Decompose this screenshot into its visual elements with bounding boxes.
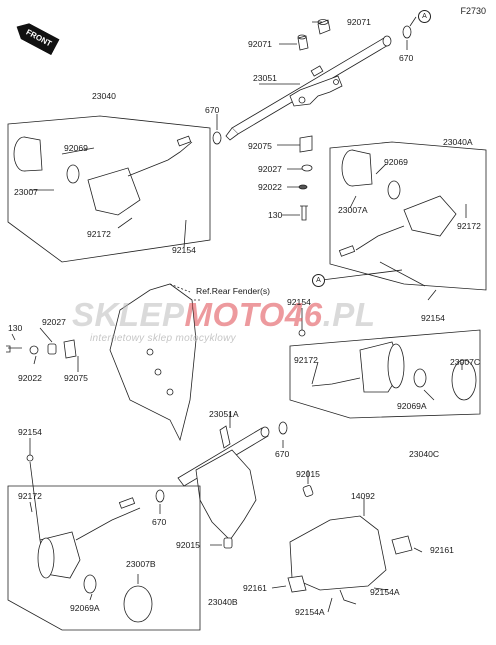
ring-670-a: [402, 25, 412, 39]
diagram-code: F2730: [460, 6, 486, 16]
ring-670-d: [155, 489, 165, 503]
box-23040A: [329, 141, 487, 291]
grommet-92015-b: [223, 537, 233, 549]
watermark-subtitle: internetowy sklep motocyklowy: [90, 333, 236, 344]
callout-a-top: A: [418, 10, 431, 23]
label-92172-a: 92172: [87, 229, 111, 239]
label-130-b: 130: [8, 323, 23, 333]
lens-23007B: [123, 585, 153, 623]
label-92069-b: 92069: [384, 157, 408, 167]
label-92069A-b: 92069A: [70, 603, 100, 613]
label-92015-a: 92015: [296, 469, 320, 479]
label-92027-b: 92027: [42, 317, 66, 327]
label-23040C: 23040C: [409, 449, 440, 459]
collar-92075: [299, 135, 313, 153]
bolt-130: [300, 205, 308, 221]
label-92161-a: 92161: [430, 545, 454, 555]
washer-92022-b: [29, 345, 39, 355]
label-92172-b: 92172: [457, 221, 481, 231]
label-92071-a: 92071: [248, 39, 272, 49]
ring-670-b: [212, 131, 222, 145]
lens-23007C: [451, 359, 477, 401]
box-23040: [7, 115, 211, 263]
label-23007A: 23007A: [338, 205, 368, 215]
label-130-a: 130: [268, 210, 283, 220]
bar-23051A: [177, 425, 270, 541]
label-23040A: 23040A: [443, 137, 473, 147]
spacer-92027: [301, 164, 313, 172]
label-92075-a: 92075: [248, 141, 272, 151]
label-670-b: 670: [205, 105, 220, 115]
bar-23051: [225, 35, 392, 141]
lamp-23040: [13, 135, 193, 216]
label-92027-a: 92027: [258, 164, 282, 174]
label-23051A: 23051A: [209, 409, 239, 419]
label-670-c: 670: [275, 449, 290, 459]
label-23040: 23040: [92, 91, 116, 101]
label-92172-d: 92172: [18, 491, 42, 501]
lamp-23040A: [338, 149, 457, 257]
grommet-92015-a: [302, 485, 314, 497]
label-92154-d: 92154: [18, 427, 42, 437]
washer-92022: [298, 184, 308, 190]
bulb-92069b: [387, 180, 401, 200]
bulb-92069A-b: [83, 574, 97, 594]
label-92154A-a: 92154A: [370, 587, 400, 597]
screw-92154-d: [26, 454, 34, 462]
label-92161-b: 92161: [243, 583, 267, 593]
box-23040B: [7, 485, 201, 631]
bulb-92069A: [413, 368, 427, 388]
clip-92161-a: [391, 535, 413, 555]
label-92154-c: 92154: [287, 297, 311, 307]
label-92022-b: 92022: [18, 373, 42, 383]
label-14092: 14092: [351, 491, 375, 501]
label-23007: 23007: [14, 187, 38, 197]
label-92015-b: 92015: [176, 540, 200, 550]
label-92154-a: 92154: [172, 245, 196, 255]
clip-92161-b: [287, 575, 307, 593]
label-670-d: 670: [152, 517, 167, 527]
watermark-part4: .PL: [322, 296, 376, 333]
grommet-92071-a: [297, 34, 309, 51]
label-92154-b: 92154: [421, 313, 445, 323]
callout-a-bottom: A: [312, 274, 325, 287]
label-23040B: 23040B: [208, 597, 238, 607]
cover-14092: [289, 515, 387, 591]
watermark-part1: SKLEP: [72, 296, 185, 333]
label-92069-a: 92069: [64, 143, 88, 153]
label-92069A-a: 92069A: [397, 401, 427, 411]
rear-fender-ref: [109, 283, 197, 442]
label-670-a: 670: [399, 53, 414, 63]
label-ref-rear-fender: Ref.Rear Fender(s): [196, 286, 271, 296]
watermark-part3: 46: [284, 296, 323, 333]
watermark-part2: MOTO: [184, 296, 285, 333]
label-92154A-b: 92154A: [295, 607, 325, 617]
box-23040C: [289, 329, 481, 419]
bolt-130-b: [6, 345, 22, 353]
watermark: SKLEPMOTO46.PL: [72, 296, 375, 334]
collar-92075-b: [63, 339, 77, 359]
bulb-92069a: [66, 164, 80, 184]
lamp-23040C: [311, 341, 477, 401]
label-92022-a: 92022: [258, 182, 282, 192]
label-23007B: 23007B: [126, 559, 156, 569]
spacer-92027-b: [47, 343, 57, 355]
label-92071-b: 92071: [347, 17, 371, 27]
label-23051: 23051: [253, 73, 277, 83]
label-92172-c: 92172: [294, 355, 318, 365]
label-23007C: 23007C: [450, 357, 481, 367]
grommet-92071-b: [317, 19, 331, 35]
lamp-23040B: [37, 497, 153, 623]
label-92075-b: 92075: [64, 373, 88, 383]
ring-670-c: [278, 421, 288, 435]
